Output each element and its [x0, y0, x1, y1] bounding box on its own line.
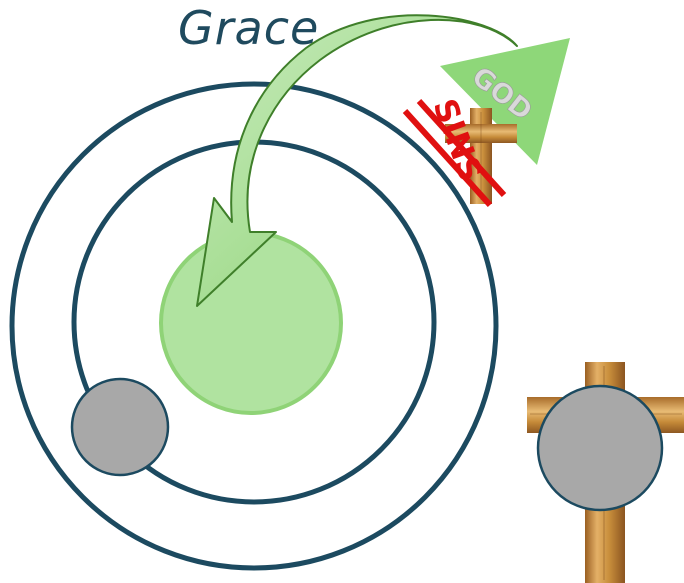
grey-circle: [72, 379, 168, 475]
diagram-title: Grace: [178, 1, 319, 55]
grey-circle-on-cross: [538, 386, 662, 510]
center-circle: [161, 233, 341, 413]
